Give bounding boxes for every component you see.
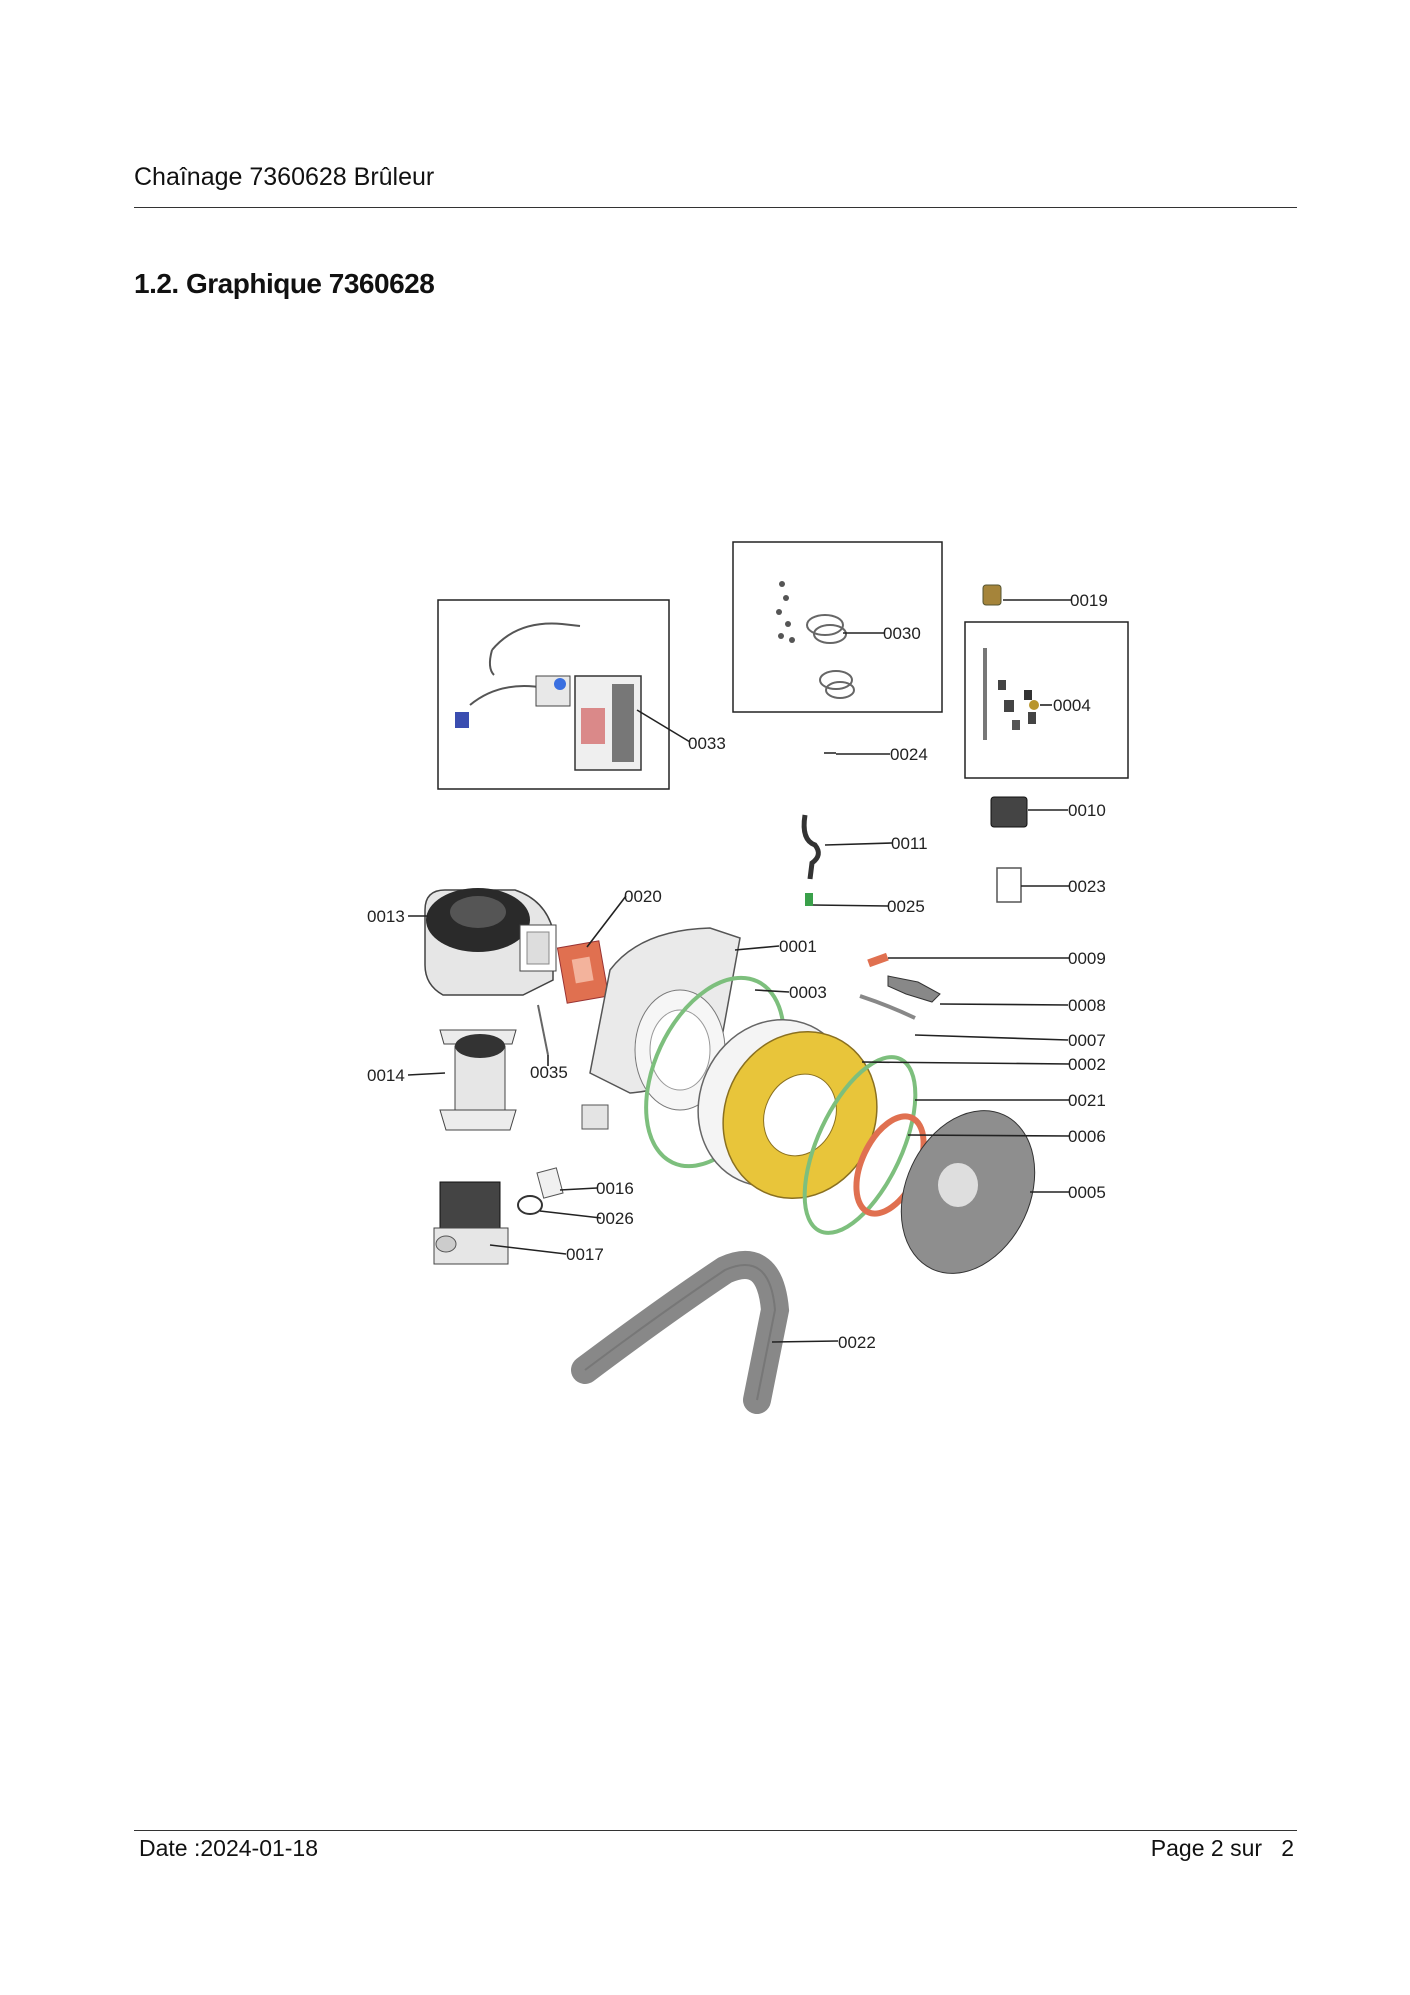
part-0001-housing	[581, 927, 741, 1130]
part-0021-o-ring	[802, 1055, 918, 1235]
callout-0023: 0023	[1068, 877, 1106, 896]
footer-divider	[134, 1830, 1297, 1831]
footer-page-number: Page 2 sur 2	[1151, 1835, 1294, 1862]
callout-0001: 0001	[779, 937, 817, 956]
callout-0010: 0010	[1068, 801, 1106, 820]
part-0009-ionisation-electrode	[867, 952, 889, 968]
section-title: 1.2. Graphique 7360628	[134, 268, 435, 299]
callout-0022: 0022	[838, 1333, 876, 1352]
callout-0011: 0011	[891, 834, 928, 853]
part-0017-gas-valve	[433, 1181, 509, 1265]
callout-0017: 0017	[566, 1245, 604, 1264]
callout-0026: 0026	[596, 1209, 634, 1228]
part-0013-fan	[424, 888, 557, 996]
screws-and-wires-illustration	[776, 581, 855, 699]
part-0011-cable	[801, 814, 821, 880]
callout-0005: 0005	[1068, 1183, 1106, 1202]
part-0026-o-ring	[517, 1195, 543, 1215]
part-0005-dome	[900, 1110, 1036, 1274]
callout-0035: 0035	[530, 1063, 568, 1082]
callout-0004: 0004	[1053, 696, 1091, 715]
callout-0008: 0008	[1068, 996, 1106, 1015]
control-unit-illustration	[455, 622, 642, 771]
part-0016-gasket	[536, 1167, 564, 1199]
header-title: Chaînage 7360628 Brûleur	[134, 163, 435, 191]
part-0010-ignition-transformer	[990, 796, 1028, 828]
callout-0013: 0013	[367, 907, 405, 926]
electrode-kit-illustration	[983, 648, 1039, 740]
box-kit-0030	[732, 541, 943, 713]
part-0025-clip	[805, 893, 813, 906]
header-divider	[134, 207, 1297, 208]
callout-0009: 0009	[1068, 949, 1106, 968]
callout-0021: 0021	[1068, 1091, 1106, 1110]
callout-0003: 0003	[789, 983, 827, 1002]
part-0007-rod	[859, 994, 916, 1020]
page-prefix: Page 2 sur	[1150, 1835, 1263, 1861]
callout-0007: 0007	[1068, 1031, 1106, 1050]
callout-0014: 0014	[367, 1066, 405, 1085]
callout-0025: 0025	[887, 897, 925, 916]
part-0008-ignition-electrode	[887, 975, 941, 1003]
callout-0016: 0016	[596, 1179, 634, 1198]
callout-0006: 0006	[1068, 1127, 1106, 1146]
part-0022-hose	[571, 1251, 790, 1414]
callout-0020: 0020	[624, 887, 662, 906]
leader-lines	[407, 599, 1072, 1343]
callout-0024: 0024	[890, 745, 928, 764]
callout-0019: 0019	[1070, 591, 1108, 610]
callout-0030: 0030	[883, 624, 921, 643]
part-0019-nozzle	[982, 584, 1002, 606]
callout-0002: 0002	[1068, 1055, 1106, 1074]
part-0014-mixing-tube	[439, 1029, 517, 1131]
footer-date: Date :2024-01-18	[139, 1835, 319, 1861]
page-total: 2	[1281, 1835, 1294, 1861]
box-kit-0004	[964, 621, 1129, 779]
callout-0033: 0033	[688, 734, 726, 753]
box-kit-0033	[437, 599, 670, 790]
part-0023-gasket-frame	[996, 867, 1022, 903]
part-0035-screw	[537, 1004, 549, 1056]
